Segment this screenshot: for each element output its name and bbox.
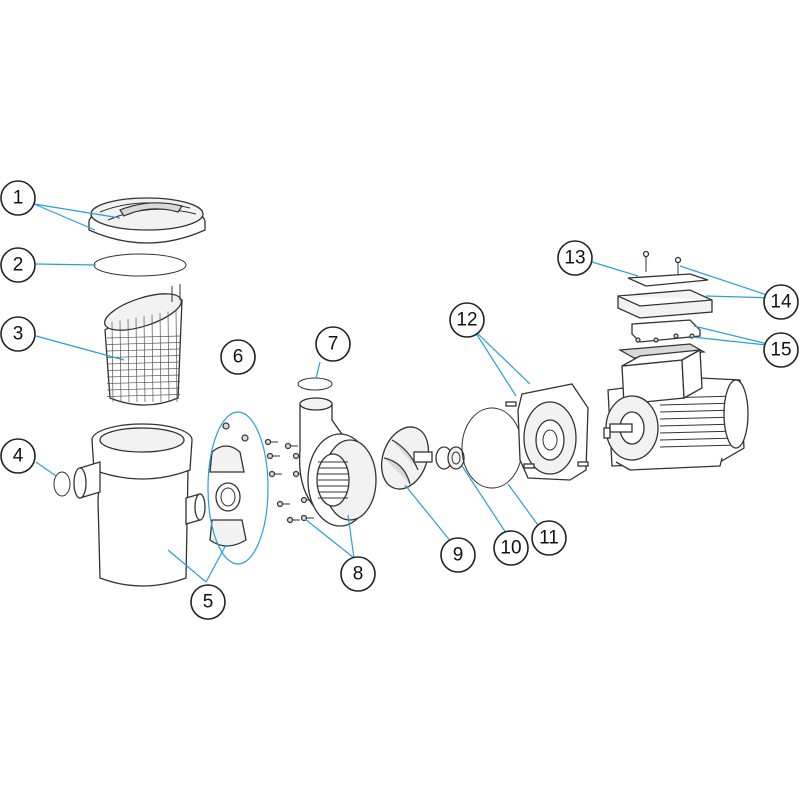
callout-7: 7	[315, 326, 351, 362]
basket-mesh-line	[167, 311, 170, 403]
callout-14: 14	[763, 284, 799, 320]
basket-mesh-line	[106, 335, 181, 339]
callout-3-text: 3	[13, 324, 24, 345]
screw-head	[264, 438, 272, 446]
part-lid-oring	[93, 253, 187, 277]
part-motor	[603, 348, 749, 471]
callout-group-outline	[207, 411, 269, 565]
part-prefilter-housing	[73, 423, 206, 587]
leader-lines	[33, 203, 777, 583]
screw-head	[284, 442, 292, 450]
basket-mesh-line	[151, 314, 154, 403]
screw-head	[292, 452, 300, 460]
basket-mesh-line	[106, 348, 181, 352]
callout-8-text: 8	[353, 564, 364, 585]
callout-2-text: 2	[13, 255, 24, 276]
part-union-clamp-set	[209, 422, 249, 547]
basket-mesh-line	[159, 312, 162, 403]
callout-13-text: 13	[564, 248, 585, 269]
part-body-oring	[461, 407, 523, 489]
motor-fin	[659, 444, 739, 448]
basket-mesh-line	[106, 361, 181, 365]
callout-5: 5	[190, 584, 226, 620]
part-inlet-oring	[53, 471, 71, 497]
callout-4-text: 4	[13, 446, 24, 467]
part-mechanical-seal	[435, 446, 465, 470]
callout-6: 6	[220, 339, 256, 375]
callout-8: 8	[340, 556, 376, 592]
screw-head	[266, 452, 274, 460]
screw-head	[292, 470, 300, 478]
basket-mesh-line	[106, 342, 181, 345]
part-strainer-basket	[104, 284, 183, 406]
basket-mesh-line	[175, 309, 178, 403]
callout-4: 4	[0, 438, 36, 474]
callout-1: 1	[0, 180, 36, 216]
part-pump-volute	[298, 397, 377, 527]
callout-15-text: 15	[770, 340, 791, 361]
callout-5-text: 5	[203, 592, 214, 613]
part-terminal-cover-group	[617, 250, 713, 359]
callout-10-text: 10	[500, 538, 521, 559]
part-elbow-oring	[297, 377, 333, 391]
callout-2: 2	[0, 247, 36, 283]
basket-mesh-line	[106, 374, 181, 378]
basket-mesh-line	[106, 387, 181, 391]
basket-mesh-line	[119, 320, 122, 403]
screw-head	[286, 516, 294, 524]
basket-mesh-line	[106, 381, 181, 384]
motor-fin	[659, 437, 739, 441]
basket-mesh-line	[106, 394, 181, 397]
part-screws	[264, 438, 314, 524]
callout-10: 10	[493, 530, 529, 566]
basket-mesh-line	[111, 321, 114, 403]
basket-mesh-line	[143, 315, 146, 403]
callout-7-text: 7	[328, 334, 339, 355]
callout-12: 12	[449, 302, 485, 338]
part-impeller	[380, 426, 433, 490]
part-seal-plate	[505, 383, 589, 481]
callout-11-text: 11	[539, 528, 559, 549]
part-strainer-lid	[88, 197, 206, 244]
screw-head	[268, 470, 276, 478]
screw-head	[276, 500, 284, 508]
callout-11: 11	[531, 520, 567, 556]
screw-head	[300, 496, 308, 504]
basket-mesh-line	[106, 368, 181, 371]
basket-mesh-line	[127, 318, 130, 403]
callout-1-text: 1	[13, 188, 24, 209]
callout-12-text: 12	[456, 310, 477, 331]
callout-13: 13	[557, 240, 593, 276]
callout-6-text: 6	[233, 347, 244, 368]
callout-9: 9	[440, 537, 476, 573]
callout-9-text: 9	[453, 545, 464, 566]
callout-3: 3	[0, 316, 36, 352]
callout-14-text: 14	[770, 292, 792, 313]
basket-mesh-line	[106, 355, 181, 358]
callout-15: 15	[763, 332, 799, 368]
basket-mesh-line	[135, 317, 138, 403]
